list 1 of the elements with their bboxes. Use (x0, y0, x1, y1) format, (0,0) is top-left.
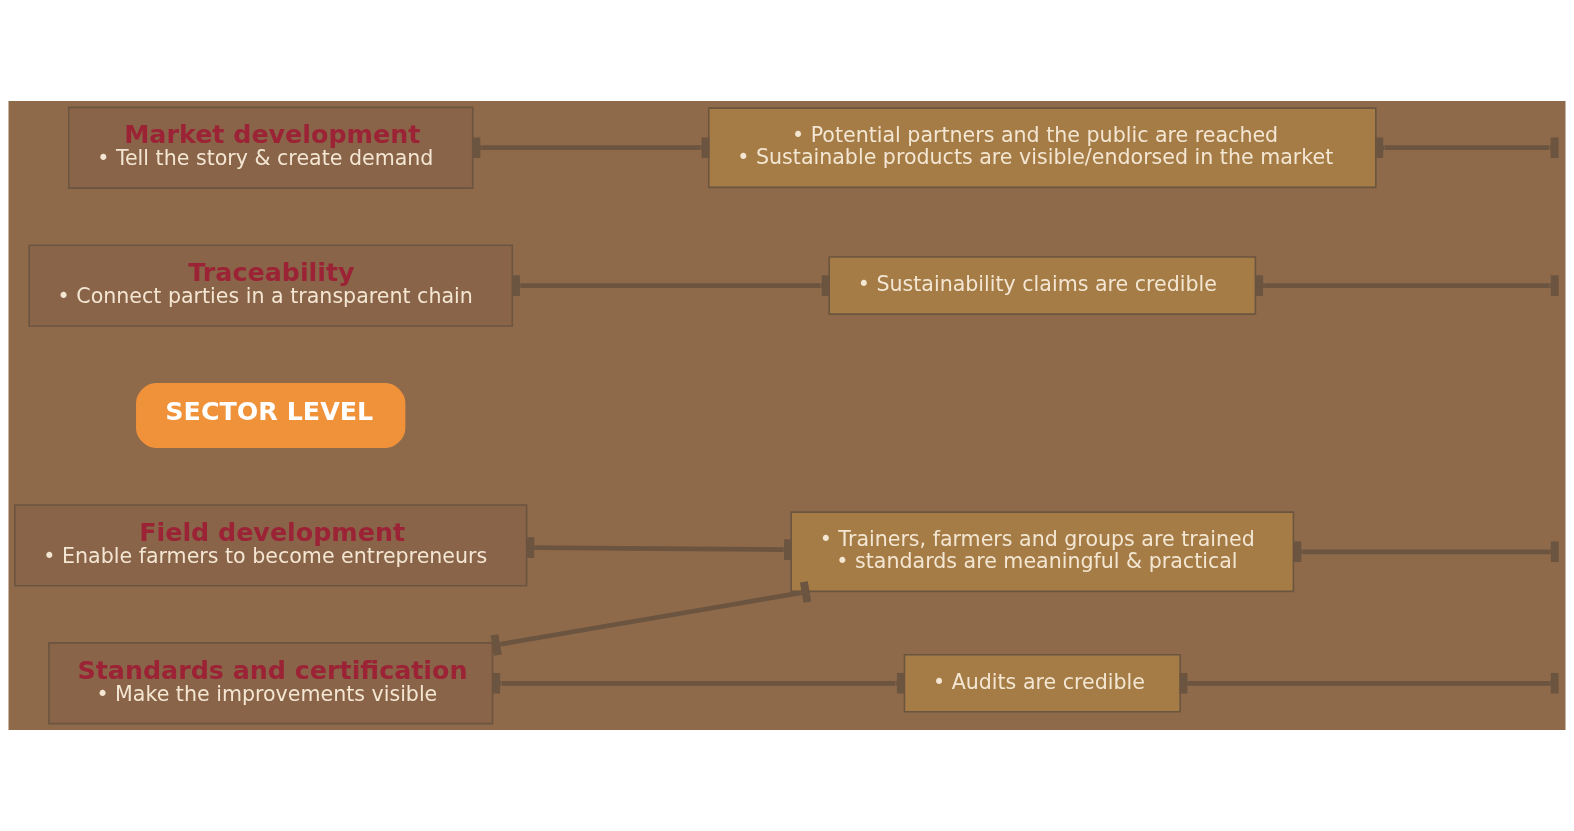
label: SECTOR LEVEL (165, 395, 374, 426)
